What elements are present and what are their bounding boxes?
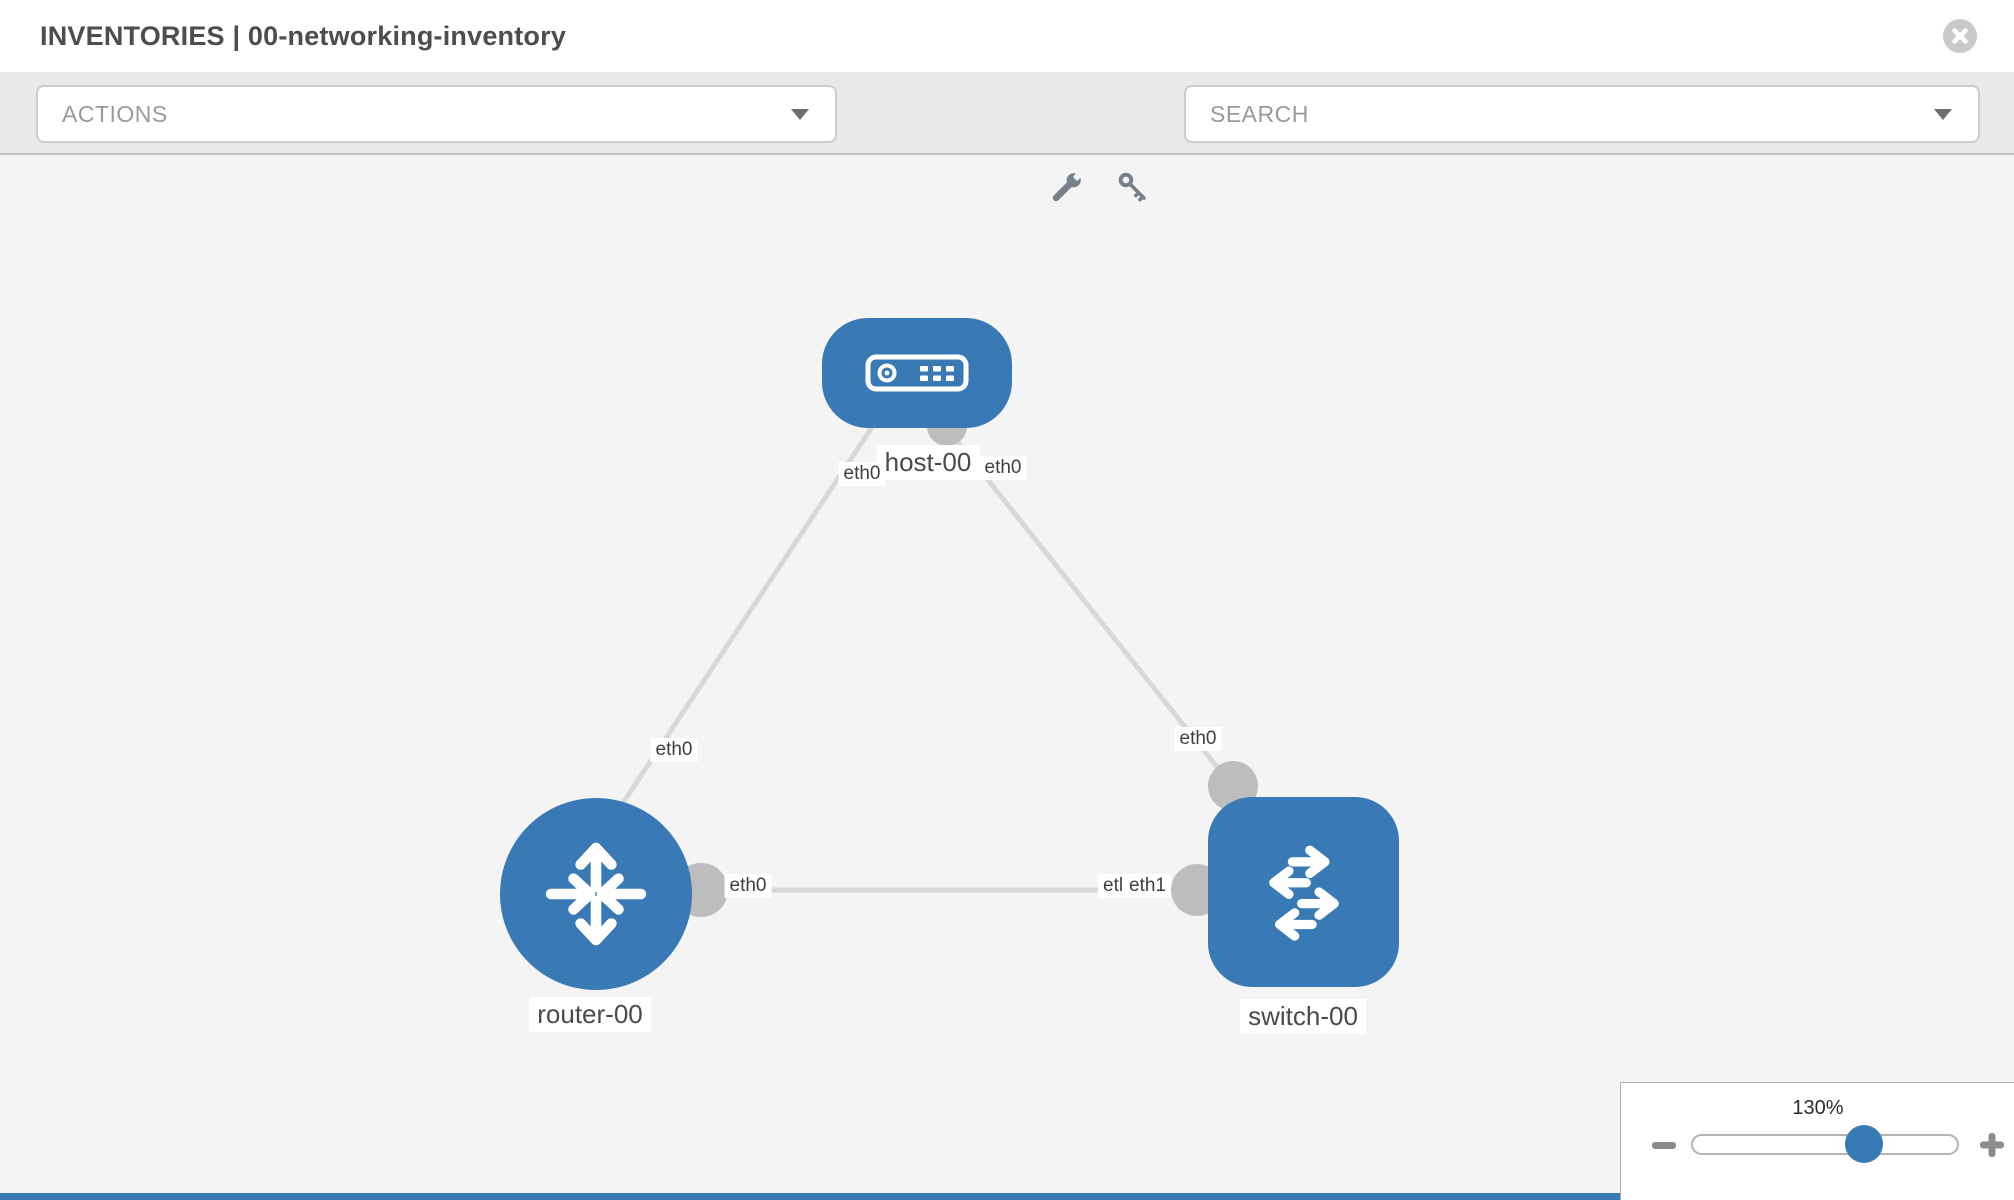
credentials-button[interactable] xyxy=(1113,167,1157,211)
chevron-down-icon xyxy=(791,109,809,120)
link-host-switch[interactable] xyxy=(938,418,1235,789)
chevron-down-icon xyxy=(1934,109,1952,120)
switch-arrows-icon xyxy=(1268,845,1339,941)
plus-icon xyxy=(1980,1133,2004,1157)
zoom-out-button[interactable] xyxy=(1651,1132,1677,1163)
node-label-host: host-00 xyxy=(876,445,980,480)
configure-button[interactable] xyxy=(1043,167,1087,211)
page-title: INVENTORIES | 00-networking-inventory xyxy=(40,21,567,51)
actions-dropdown[interactable]: ACTIONS xyxy=(36,85,837,143)
actions-dropdown-label: ACTIONS xyxy=(62,100,168,127)
if-label-router-switch-clipped: etl xyxy=(1098,874,1129,898)
header: INVENTORIES | 00-networking-inventory xyxy=(0,0,2014,72)
close-button[interactable] xyxy=(1943,19,1977,53)
if-label-router-switch-switchside: eth1 xyxy=(1124,874,1171,898)
if-label-host-router-hostside: eth0 xyxy=(838,462,886,486)
if-label-host-switch-switchside: eth0 xyxy=(1174,727,1222,751)
zoom-slider-thumb[interactable] xyxy=(1845,1125,1883,1163)
wrench-icon xyxy=(1052,173,1081,202)
if-label-host-router-routerside: eth0 xyxy=(650,738,698,762)
node-router-00[interactable] xyxy=(500,798,692,990)
key-icon xyxy=(1118,172,1146,202)
zoom-level-readout: 130% xyxy=(1792,1097,1844,1119)
node-label-router: router-00 xyxy=(529,997,651,1032)
router-arrows-icon xyxy=(545,842,647,946)
node-label-switch: switch-00 xyxy=(1240,999,1366,1034)
footer-accent-bar xyxy=(0,1193,1620,1200)
search-dropdown-label: SEARCH xyxy=(1210,100,1309,127)
zoom-panel: 130% xyxy=(1620,1082,2014,1200)
minus-icon xyxy=(1652,1142,1676,1149)
zoom-in-button[interactable] xyxy=(1979,1132,2005,1163)
zoom-slider-track[interactable] xyxy=(1691,1134,1959,1155)
server-icon xyxy=(865,354,969,392)
close-icon xyxy=(1952,28,1968,44)
toolbar: ACTIONS xyxy=(0,72,2014,202)
if-label-host-switch-hostside: eth0 xyxy=(979,456,1027,480)
node-host-00[interactable] xyxy=(822,318,1012,428)
node-switch-00[interactable] xyxy=(1208,797,1399,987)
if-label-router-switch-routerside: eth0 xyxy=(724,874,772,898)
search-dropdown[interactable]: SEARCH xyxy=(1184,85,1980,143)
